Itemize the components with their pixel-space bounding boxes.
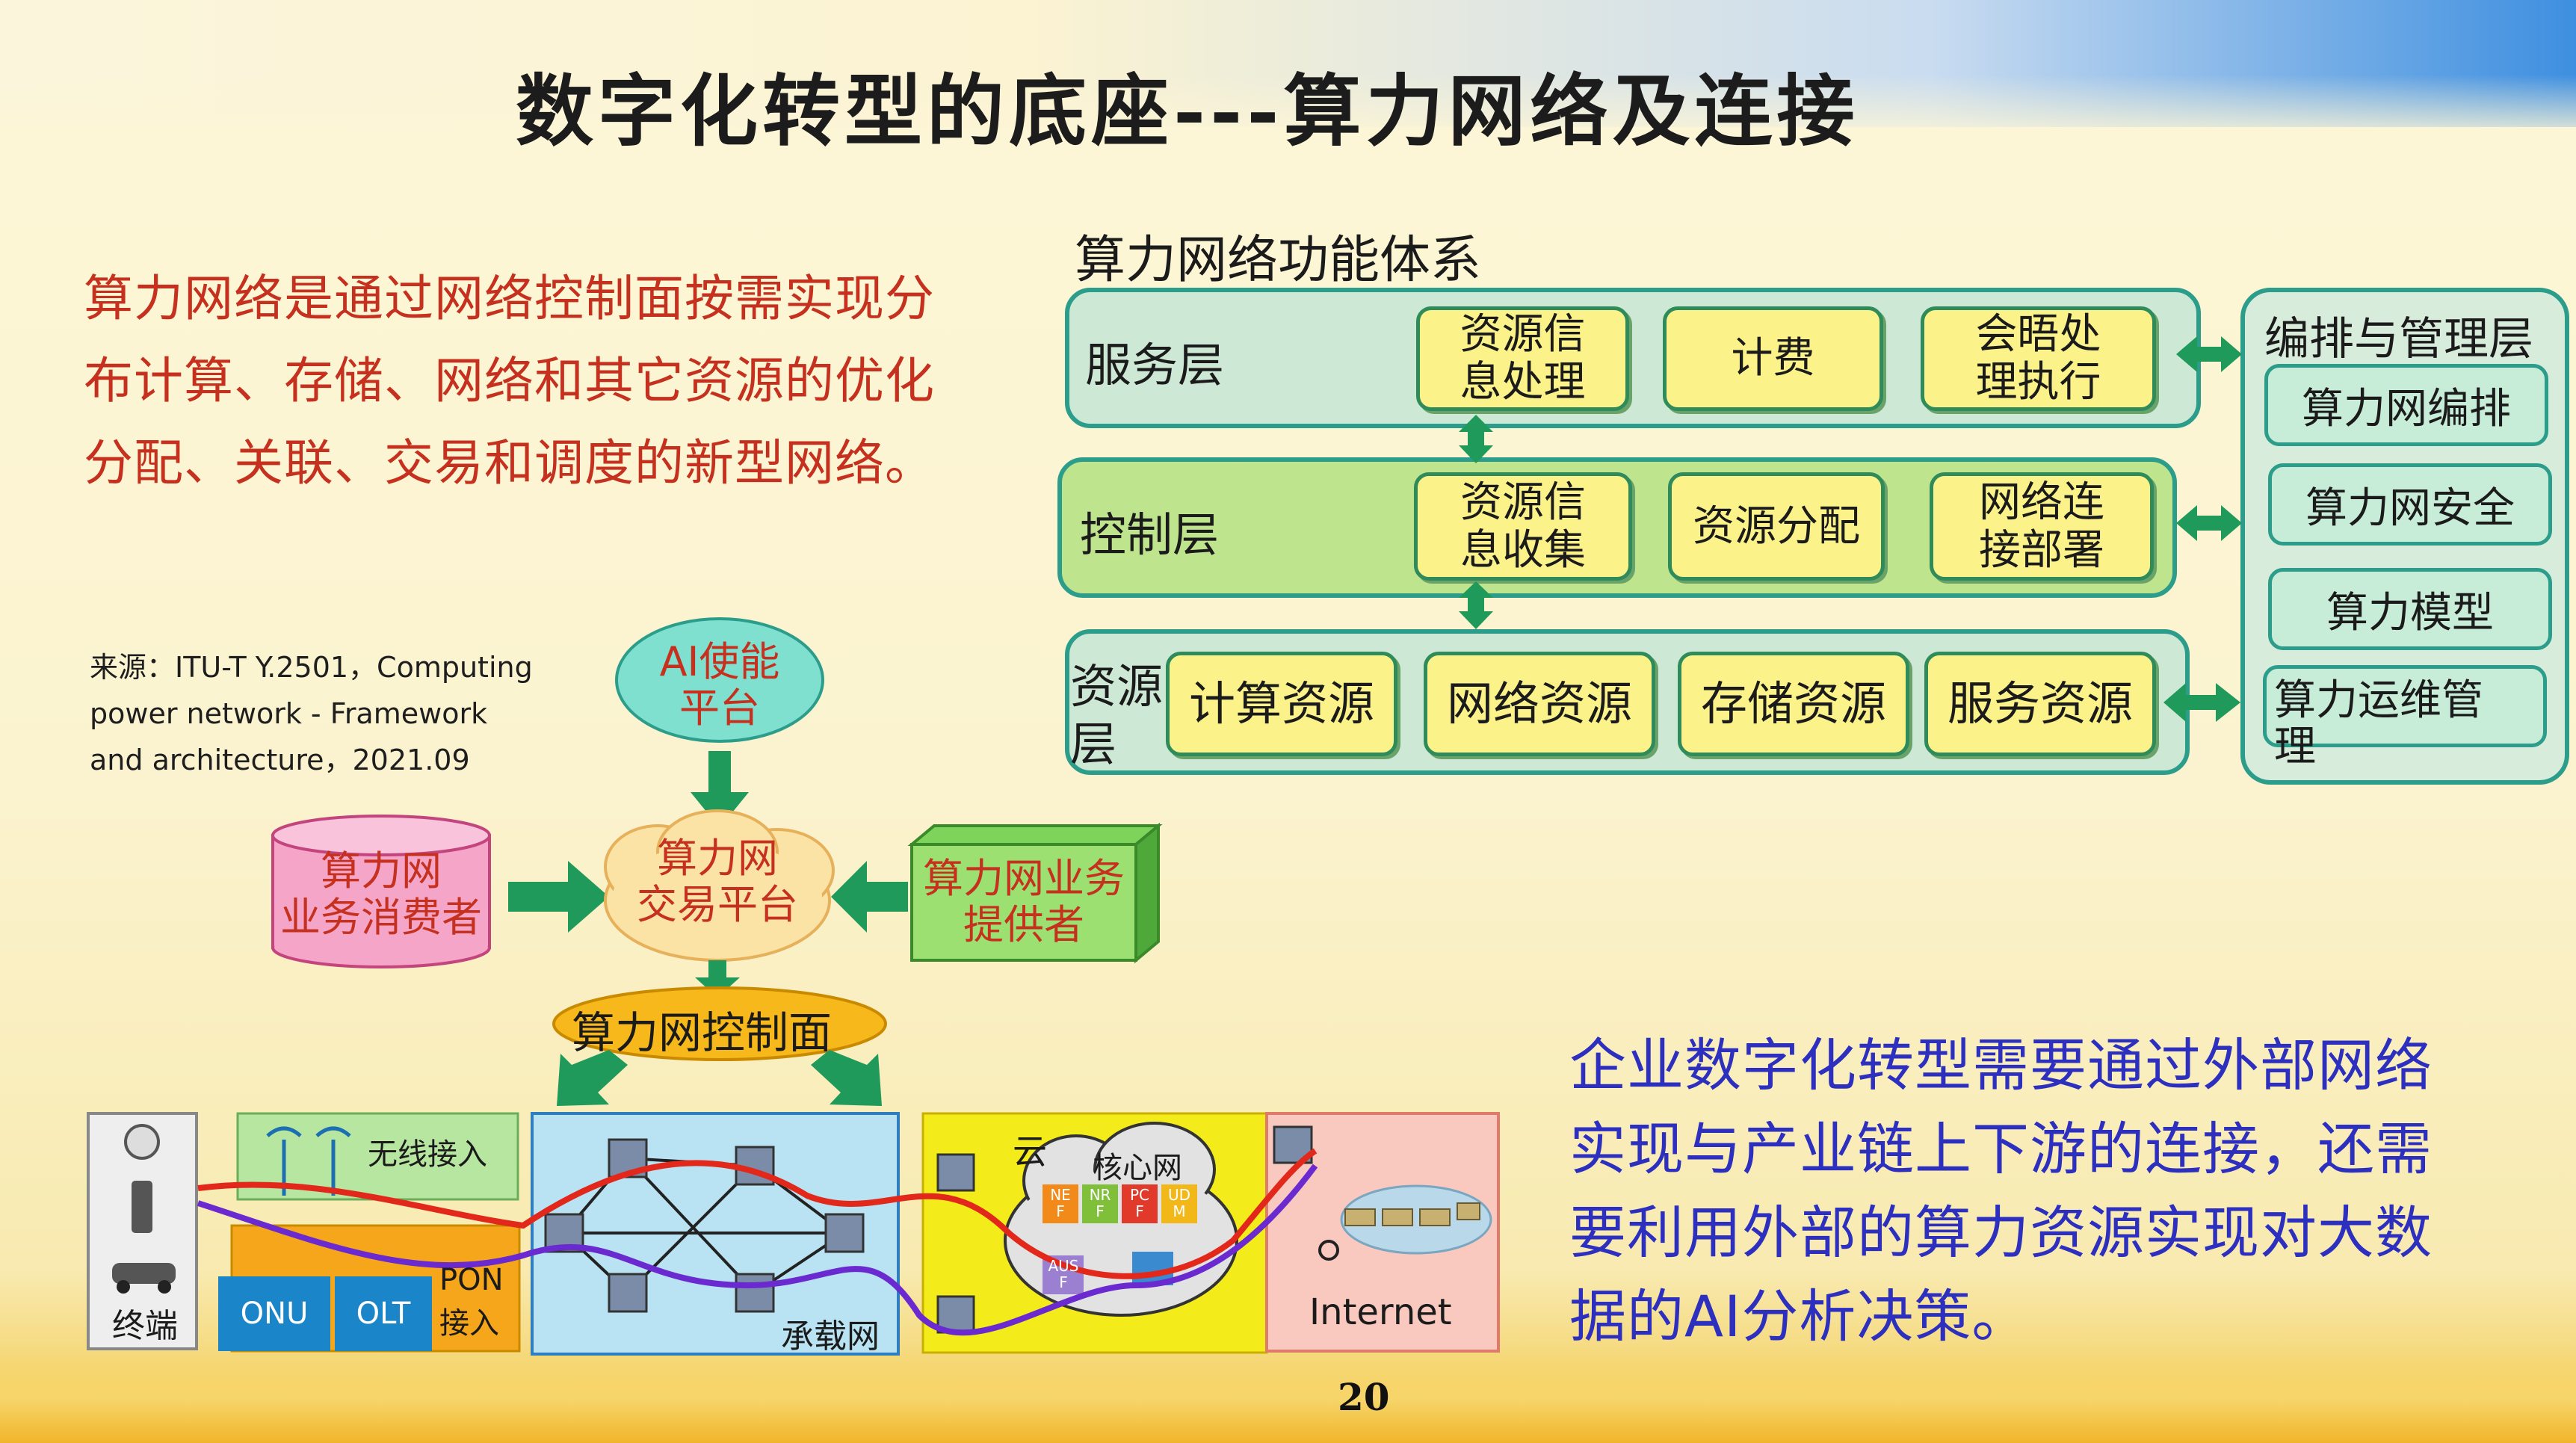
box-security: 算力网安全 [2268,463,2552,546]
server-icons [1344,1202,1480,1226]
arrow-control-mgmt [2176,505,2242,541]
arrow-control-to-bearer [557,1050,628,1106]
arrow-trade-to-control [695,960,740,998]
box-storage-resource: 存储资源 [1678,652,1909,756]
trade-platform-label: 算力网 交易平台 [637,835,798,928]
arrow-control-to-cloud [811,1050,882,1106]
core-nf-nef: NE F [1050,1186,1071,1220]
olt-box: OLT [335,1276,432,1351]
red-path [197,1148,1318,1279]
onu-box: ONU [218,1276,330,1351]
resource-layer-label-2: 层 [1070,717,1117,771]
box-compute-resource: 计算资源 [1166,652,1397,756]
arrow-control-resource [1459,581,1493,629]
terminal-devices [112,1124,176,1294]
bearer-label: 承载网 [781,1317,880,1356]
core-nf-nrf: NR F [1089,1186,1111,1220]
bottom-gradient-band [0,1346,2576,1443]
internet-label: Internet [1309,1291,1452,1333]
bottom-right-line: 实现与产业链上下游的连接，还需 [1569,1116,2433,1182]
box-service-resource: 服务资源 [1924,652,2156,756]
source-citation: 来源：ITU-T Y.2501，Computing power network … [90,644,628,783]
ai-platform-ellipse [615,617,824,743]
box-session-execution: 会晤处 理执行 [1921,306,2156,411]
page-number: 20 [1338,1375,1390,1419]
box-resource-info-collection: 资源信 息收集 [1414,472,1632,581]
internet-cloud [1340,1184,1492,1255]
terminal-label: 终端 [112,1307,178,1345]
arrow-resource-mgmt [2163,683,2240,722]
box-orchestration: 算力网编排 [2264,364,2548,446]
control-plane-ellipse [552,986,887,1061]
control-layer-label: 控制层 [1080,507,1220,562]
box-ops-management: 算力运维管 理 [2263,665,2547,770]
digital-transformation-text: 企业数字化转型需要通过外部网络 实现与产业链上下游的连接，还需 要利用外部的算力… [1569,1024,2511,1359]
pon-label-2: 接入 [439,1306,499,1341]
core-nf-udm: UD M [1167,1186,1191,1220]
core-nf-boxes [1043,1184,1197,1294]
internet-gateway-icon [1318,1240,1339,1261]
definition-text: 算力网络是通过网络控制面按需实现分 布计算、存储、网络和其它资源的优化 分配、关… [84,258,1033,504]
wireless-label: 无线接入 [368,1137,487,1172]
control-plane-label: 算力网控制面 [572,1007,833,1058]
service-layer-label: 服务层 [1085,338,1225,392]
management-layer-title: 编排与管理层 [2264,313,2533,365]
source-line: 来源：ITU-T Y.2501，Computing [90,651,533,684]
function-system-title: 算力网络功能体系 [1075,231,1482,290]
provider-label: 算力网业务 提供者 [923,855,1125,948]
bottom-right-line: 要利用外部的算力资源实现对大数 [1569,1199,2433,1266]
arrow-consumer-to-trade [508,861,609,933]
consumer-label: 算力网 业务消费者 [280,847,482,941]
definition-line: 分配、关联、交易和调度的新型网络。 [84,434,935,492]
ai-platform-label: AI使能 平台 [659,638,780,732]
arrow-ai-to-trade [691,751,749,828]
box-network-resource: 网络资源 [1424,652,1655,756]
provider-box [907,822,1163,964]
resource-layer-label-1: 资源 [1070,659,1164,714]
box-resource-allocation: 资源分配 [1668,472,1885,581]
arrow-service-control [1459,415,1493,463]
purple-path [197,1164,1318,1336]
arrow-service-mgmt [2176,336,2242,372]
box-network-connection-deploy: 网络连 接部署 [1930,472,2154,581]
bottom-right-line: 企业数字化转型需要通过外部网络 [1569,1032,2433,1099]
slide-title: 数字化转型的底座---算力网络及连接 [516,65,1859,157]
core-network-label: 核心网 [1093,1151,1182,1185]
box-billing: 计费 [1663,306,1883,411]
arrow-provider-to-trade [831,861,908,933]
box-compute-model: 算力模型 [2268,568,2552,650]
source-line: and architecture，2021.09 [90,744,470,776]
pon-label-1: PON [439,1263,504,1297]
definition-line: 算力网络是通过网络控制面按需实现分 [84,270,935,327]
core-nf-pcf: PC F [1129,1186,1150,1220]
definition-line: 布计算、存储、网络和其它资源的优化 [84,352,935,410]
consumer-cylinder [271,815,491,968]
core-nf-ausf: AUS F [1048,1257,1079,1291]
box-resource-info-processing: 资源信 息处理 [1416,306,1629,411]
top-gradient-fade [0,75,2576,142]
bottom-right-line: 据的AI分析决策。 [1569,1283,2030,1350]
cloud-label: 云 [1013,1131,1047,1172]
source-line: power network - Framework [90,697,488,730]
